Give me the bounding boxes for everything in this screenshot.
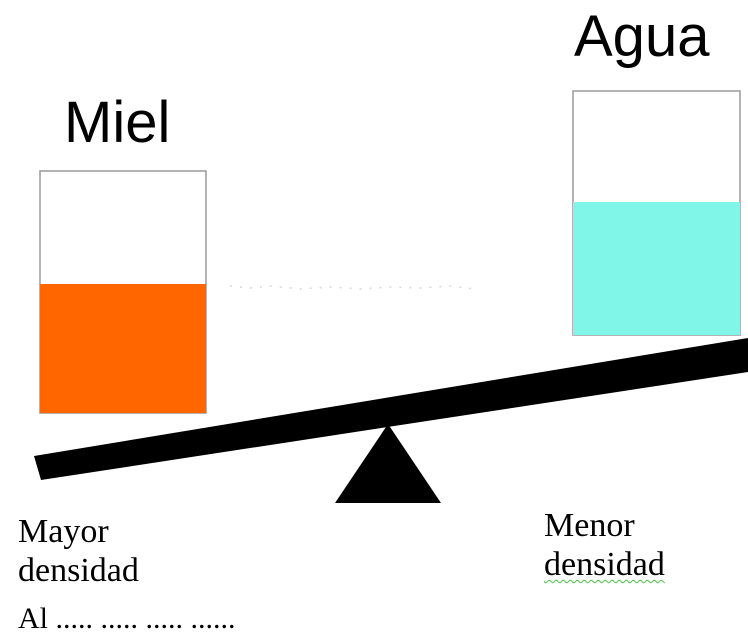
seesaw-beam bbox=[34, 338, 748, 480]
lower-density-line-2: densidad bbox=[544, 546, 665, 584]
honey-fill bbox=[40, 284, 206, 413]
water-title: Agua bbox=[574, 4, 710, 69]
cropped-caption: Al ..... ..... ..... ...... bbox=[18, 602, 236, 635]
lower-density-label: Menor densidad bbox=[544, 506, 665, 584]
lower-density-line-1: Menor bbox=[544, 507, 635, 544]
higher-density-line-2: densidad bbox=[18, 552, 139, 590]
higher-density-line-1: Mayor bbox=[18, 513, 109, 550]
background-smudge bbox=[229, 285, 476, 290]
higher-density-label: Mayor densidad bbox=[18, 512, 139, 590]
water-fill bbox=[573, 202, 740, 335]
fulcrum-triangle bbox=[335, 424, 441, 503]
honey-title: Miel bbox=[64, 90, 171, 155]
